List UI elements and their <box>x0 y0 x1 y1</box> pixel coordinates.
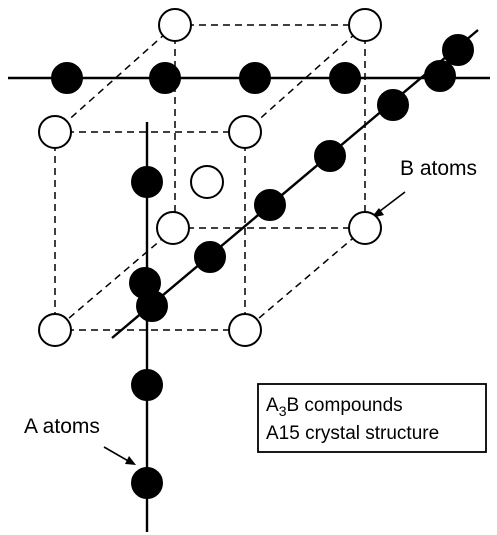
info-box-line-2: A15 crystal structure <box>266 423 439 444</box>
b-atom <box>190 165 224 199</box>
a-atom <box>424 60 456 92</box>
a-atoms-arrow <box>103 446 131 463</box>
a-atom <box>254 189 286 221</box>
a-atom <box>136 290 168 322</box>
b-atom <box>348 211 382 245</box>
b-atom <box>38 115 72 149</box>
label-arrows <box>103 191 406 465</box>
cube-edge <box>244 227 366 331</box>
b-atom <box>348 8 382 42</box>
a-atom <box>131 467 163 499</box>
info-box-border <box>257 383 487 453</box>
formula-rest: B compounds <box>286 395 402 416</box>
a-atom-chains <box>8 29 490 532</box>
a-atom <box>131 369 163 401</box>
compound-info-box: A3B compounds A15 crystal structure <box>257 383 487 453</box>
b-atom <box>228 313 262 347</box>
formula-a: A <box>266 395 279 416</box>
a-atom <box>314 140 346 172</box>
formula-subscript: 3 <box>279 403 287 419</box>
b-atoms-label: B atoms <box>400 157 477 180</box>
b-atom <box>156 211 190 245</box>
cube-edge <box>244 24 366 133</box>
b-atoms <box>38 8 382 347</box>
a-atom <box>149 62 181 94</box>
unit-cell-dashed-edges <box>54 24 366 331</box>
diagonal-chain-line <box>111 29 479 339</box>
b-atoms-arrow <box>375 191 406 215</box>
cube-edge <box>54 24 176 133</box>
a-atom <box>329 62 361 94</box>
cube-edge <box>54 227 176 331</box>
a-atom <box>194 241 226 273</box>
info-box-line-1: A3B compounds <box>266 395 403 419</box>
a-atoms-arrowhead <box>125 456 136 465</box>
a-atom <box>131 166 163 198</box>
a-atom <box>51 62 83 94</box>
a-atom <box>377 89 409 121</box>
a-atoms <box>51 34 474 499</box>
a-atoms-label: A atoms <box>24 415 100 438</box>
b-atom <box>228 115 262 149</box>
b-atom <box>158 8 192 42</box>
b-atom <box>38 313 72 347</box>
a-atom <box>239 62 271 94</box>
a-atom <box>442 34 474 66</box>
